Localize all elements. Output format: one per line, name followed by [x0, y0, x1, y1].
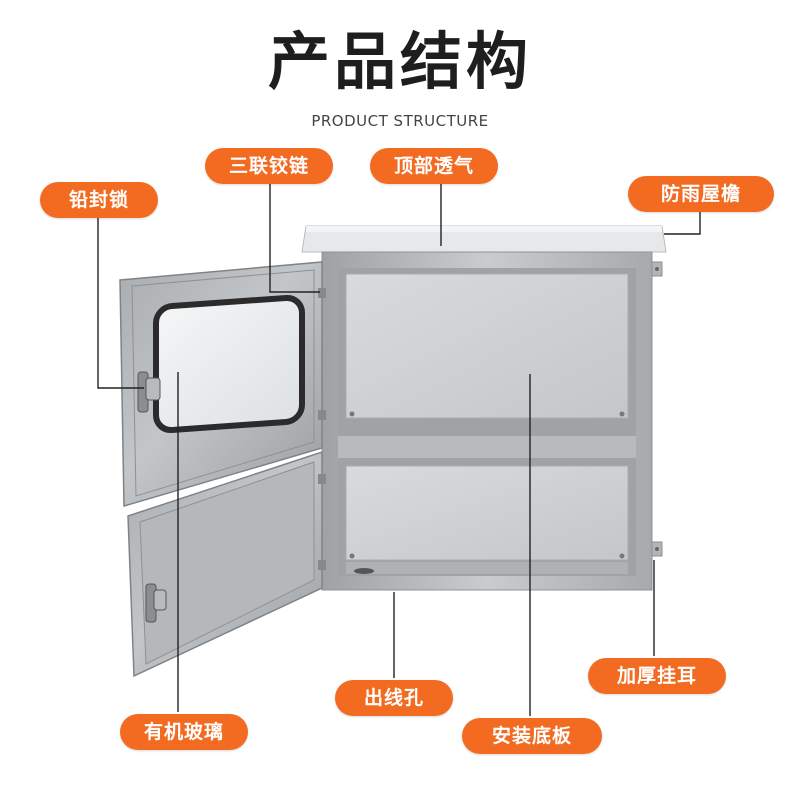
callout-acrylic-glass: 有机玻璃: [120, 714, 248, 750]
hinge-3: [318, 474, 326, 484]
rain-eave: [301, 225, 667, 253]
mounting-plate-lower: [345, 465, 629, 561]
callout-cable-hole: 出线孔: [335, 680, 453, 716]
upper-door: [119, 261, 326, 507]
cabinet-body: [321, 251, 653, 591]
page-title: 产品结构: [267, 25, 532, 98]
hinge-4: [318, 560, 326, 570]
callout-rain-eave: 防雨屋檐: [628, 176, 774, 212]
cable-hole: [354, 568, 374, 574]
callout-thick-mount-ear: 加厚挂耳: [588, 658, 726, 694]
mounting-ears: [651, 261, 663, 557]
mounting-plate-upper: [345, 273, 629, 419]
hinge-2: [318, 410, 326, 420]
callout-triple-hinge: 三联铰链: [205, 148, 333, 184]
hinge-1: [318, 288, 326, 298]
callout-mounting-plate: 安装底板: [462, 718, 602, 754]
callout-seal-lock: 铅封锁: [40, 182, 158, 218]
acrylic-window: [153, 294, 305, 434]
leader-lines: [97, 184, 701, 716]
page-subtitle: PRODUCT STRUCTURE: [311, 112, 489, 130]
lower-door: [127, 450, 326, 678]
callout-top-vent: 顶部透气: [370, 148, 498, 184]
